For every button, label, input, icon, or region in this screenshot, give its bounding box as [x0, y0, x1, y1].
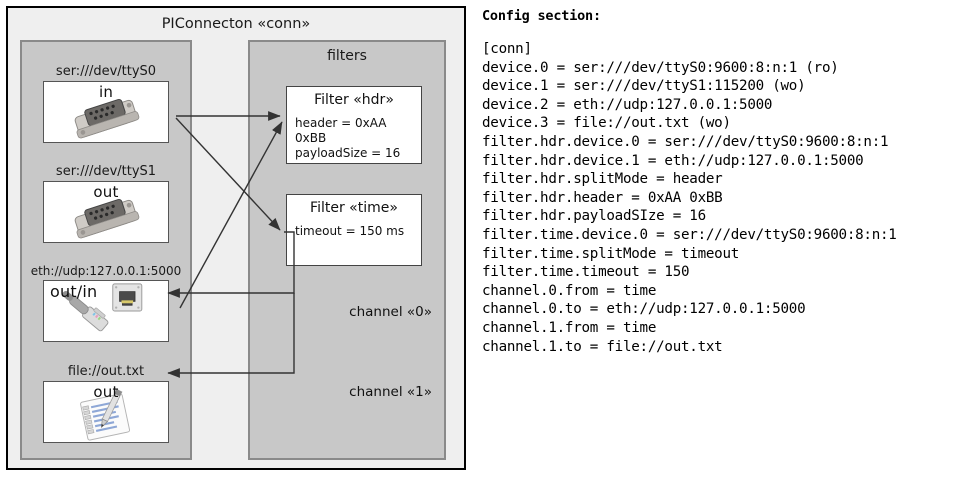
config-line: device.0 = ser:///dev/ttyS0:9600:8:n:1 (…	[482, 59, 839, 76]
config-line: channel.1.from = time	[482, 319, 657, 336]
filters-panel: filters Filter «hdr» header = 0xAA 0xBB …	[248, 40, 446, 460]
device-label-file: file://out.txt	[67, 364, 145, 379]
filter-props-time: timeout = 150 ms	[287, 224, 421, 239]
config-lines: [conn] device.0 = ser:///dev/ttyS0:9600:8…	[482, 40, 956, 356]
device-direction-ttyS1: out	[93, 183, 119, 201]
filter-prop: timeout = 150 ms	[295, 224, 405, 238]
device-group-ttyS1[interactable]: ser:///dev/ttyS1 out	[22, 164, 190, 243]
device-group-eth[interactable]: eth://udp:127.0.0.1:5000 out/in	[22, 264, 190, 342]
channel-1-label: channel «1»	[349, 384, 432, 400]
device-box-ttyS0[interactable]: in	[43, 81, 169, 143]
config-heading: Config section:	[482, 8, 601, 24]
devices-panel: ser:///dev/ttyS0 in	[20, 40, 192, 460]
config-line: [conn]	[482, 41, 532, 57]
filter-prop: header = 0xAA 0xBB	[295, 116, 387, 145]
filter-props-hdr: header = 0xAA 0xBB payloadSize = 16	[287, 116, 421, 161]
device-box-file[interactable]: out	[43, 381, 169, 443]
config-line: channel.1.to = file://out.txt	[482, 338, 723, 355]
device-group-ttyS0[interactable]: ser:///dev/ttyS0 in	[22, 64, 190, 143]
channel-0-label: channel «0»	[349, 304, 432, 320]
config-line: device.1 = ser:///dev/ttyS1:115200 (wo)	[482, 78, 806, 95]
filters-panel-title: filters	[327, 48, 367, 64]
filter-box-time[interactable]: Filter «time» timeout = 150 ms	[286, 194, 422, 266]
config-line: channel.0.to = eth://udp:127.0.0.1:5000	[482, 301, 806, 318]
serial-port-icon	[74, 198, 140, 239]
config-line: filter.time.device.0 = ser:///dev/ttyS0:…	[482, 226, 897, 243]
config-line: device.3 = file://out.txt (wo)	[482, 115, 731, 132]
connector-diagram: PIConnecton «conn» ser:///dev/ttyS0 in	[6, 6, 466, 470]
device-direction-eth: out/in	[50, 282, 98, 301]
config-line: filter.hdr.splitMode = header	[482, 171, 723, 188]
config-section: Config section: [conn] device.0 = ser:///…	[482, 8, 956, 356]
text-document-icon	[80, 388, 131, 441]
device-direction-ttyS0: in	[98, 83, 114, 101]
config-line: channel.0.from = time	[482, 282, 657, 299]
device-label-eth: eth://udp:127.0.0.1:5000	[30, 264, 182, 278]
config-line: filter.hdr.device.0 = ser:///dev/ttyS0:9…	[482, 133, 889, 150]
device-direction-file: out	[93, 383, 119, 401]
config-line: device.2 = eth://udp:127.0.0.1:5000	[482, 96, 773, 113]
ethernet-socket-icon	[62, 283, 143, 332]
device-group-file[interactable]: file://out.txt out	[22, 364, 190, 443]
device-label-ttyS1: ser:///dev/ttyS1	[55, 164, 157, 179]
filter-title-time: Filter «time»	[310, 200, 398, 216]
filter-box-hdr[interactable]: Filter «hdr» header = 0xAA 0xBB payloadS…	[286, 86, 422, 164]
serial-port-icon	[74, 98, 140, 139]
diagram-title: PIConnecton «conn»	[161, 16, 311, 32]
device-box-ttyS1[interactable]: out	[43, 181, 169, 243]
config-line: filter.hdr.payloadSIze = 16	[482, 208, 706, 225]
config-line: filter.hdr.device.1 = eth://udp:127.0.0.…	[482, 152, 864, 169]
config-line: filter.time.splitMode = timeout	[482, 245, 740, 262]
device-box-eth[interactable]: out/in	[43, 280, 169, 342]
config-line: filter.hdr.header = 0xAA 0xBB	[482, 189, 723, 206]
config-line: filter.time.timeout = 150	[482, 264, 690, 281]
device-label-ttyS0: ser:///dev/ttyS0	[55, 64, 157, 79]
filter-prop: payloadSize = 16	[295, 146, 401, 160]
filter-title-hdr: Filter «hdr»	[314, 92, 394, 108]
